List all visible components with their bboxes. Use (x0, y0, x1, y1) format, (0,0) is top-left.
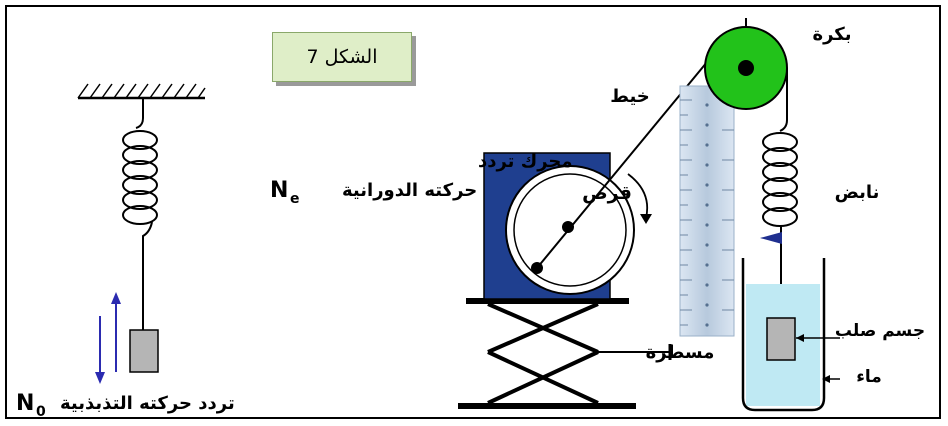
rotation-arrow-head (640, 214, 652, 224)
pulley-axle (738, 60, 754, 76)
pulley (704, 18, 788, 110)
motor-label-line1: محرك تردد (478, 151, 573, 172)
right-spring (762, 132, 798, 227)
scissor-lift (458, 298, 672, 409)
ruler-body (679, 85, 735, 337)
pulley-label: بكرة (812, 24, 851, 45)
disk-center (562, 221, 574, 233)
solid-body (766, 317, 796, 361)
ruler (679, 85, 735, 337)
ruler-label: مسطرة (646, 342, 715, 363)
rotation-arrow (627, 173, 649, 219)
down-arrow-head (95, 372, 105, 384)
right-oscillator (741, 68, 840, 412)
water-arrow (822, 375, 830, 383)
figure-caption-text: الشكل 7 (306, 46, 378, 68)
left-spring (122, 130, 158, 225)
water-label: ماء (856, 367, 882, 387)
lift-top-plate (466, 298, 629, 304)
left-oscillator (77, 83, 206, 384)
left-mass (129, 329, 159, 373)
left-spring-wire (142, 221, 153, 330)
up-arrow-head (111, 292, 121, 304)
thread-label: خيط (610, 86, 650, 107)
disk-label: قرص (582, 182, 632, 204)
motor (483, 152, 652, 300)
motor-symbol: N (270, 178, 288, 203)
oscillation-label: تردد حركته التذبذبية (60, 393, 235, 414)
pointer-marker (760, 232, 782, 244)
motor-label-line2: حركته الدورانية (342, 180, 477, 201)
solid-body-label: جسم صلب (835, 321, 925, 341)
lift-base-plate (458, 403, 636, 409)
spring-label: نابض (835, 182, 880, 203)
ceiling-hatching (77, 83, 206, 99)
solid-body-arrow (796, 334, 804, 342)
beaker (741, 258, 826, 412)
oscillation-symbol-sub: 0 (36, 404, 46, 420)
figure-caption: الشكل 7 (272, 32, 412, 82)
oscillation-symbol: N (16, 391, 34, 416)
motor-symbol-sub: e (290, 191, 300, 207)
disk-inner-ring (513, 173, 627, 287)
left-spring-hook (135, 98, 144, 129)
